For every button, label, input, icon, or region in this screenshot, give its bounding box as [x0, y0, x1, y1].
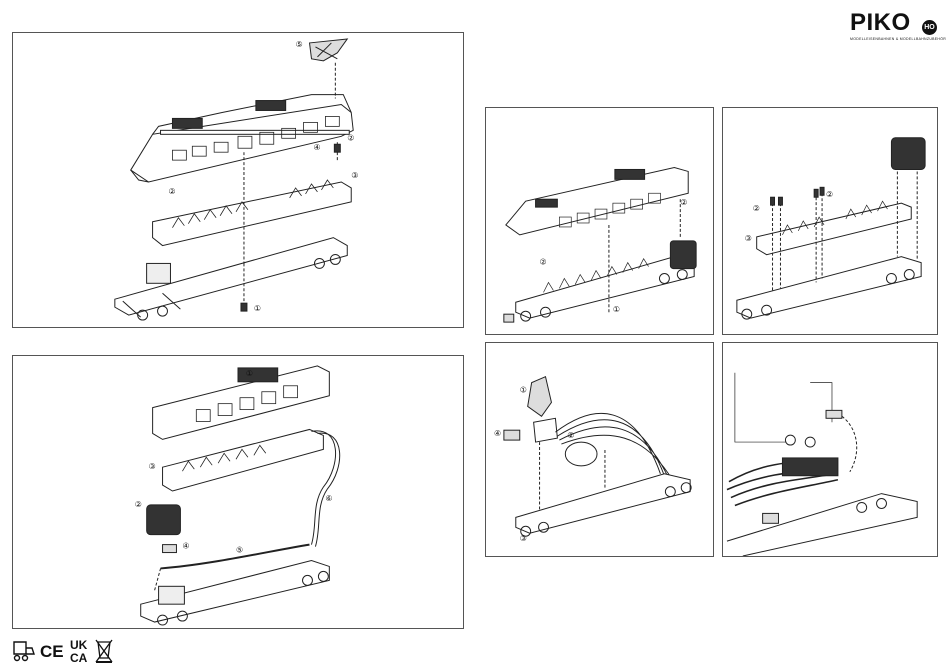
step-label: ④: [182, 542, 189, 551]
step-label: ③: [520, 534, 527, 543]
scale-badge: HO: [922, 20, 937, 35]
ce-mark: CE: [40, 642, 64, 661]
step-label: ②: [826, 190, 833, 199]
step-label: ②: [540, 258, 547, 267]
certification-icons: CE UK CA: [12, 636, 122, 664]
diagram-body-removal: ⑤ ④ ② ② ③ ①: [12, 32, 464, 328]
exploded-view-body: ⑤ ④ ② ② ③ ①: [13, 33, 463, 327]
brand-name: PIKO: [850, 10, 911, 36]
step-label: ②: [168, 187, 175, 196]
step-label: ①: [520, 386, 527, 395]
step-label: ⑥: [325, 494, 332, 503]
exploded-view-assembly: ② ② ①: [486, 108, 713, 334]
piko-logo: PIKO HO MODELLEISENBAHNEN & MODELLBAHNZU…: [848, 10, 940, 44]
exploded-view-decoder: ② ② ③: [723, 108, 937, 334]
step-label: ①: [613, 305, 620, 314]
step-label: ③: [745, 234, 752, 243]
step-label: ②: [347, 133, 354, 142]
diagram-motor-wiring: ① ④ ② ③: [485, 342, 714, 557]
step-label: ④: [313, 143, 320, 152]
step-label: ②: [753, 204, 760, 213]
step-label: ②: [135, 500, 142, 509]
step-label: ①: [246, 369, 253, 378]
weee-bin-icon: [96, 640, 112, 662]
step-label: ⑤: [296, 40, 303, 49]
brand-tagline: MODELLEISENBAHNEN & MODELLBAHNZUBEHÖR: [850, 37, 936, 41]
step-label: ⑤: [236, 546, 243, 555]
step-label: ②: [567, 431, 574, 440]
step-label: ②: [680, 198, 687, 207]
diagram-decoder-mounting: ② ② ③: [722, 107, 938, 335]
diagram-chassis-wiring: ① ③ ② ④ ⑤ ⑥: [12, 355, 464, 629]
diagram-assembly-overview: ② ② ①: [485, 107, 714, 335]
exploded-view-decoder-detail: [723, 343, 937, 556]
exploded-view-motor: ① ④ ② ③: [486, 343, 713, 556]
regulatory-marks: CE UK CA: [12, 636, 122, 664]
step-label: ①: [254, 304, 261, 313]
step-label: ④: [494, 429, 501, 438]
exploded-view-chassis: ① ③ ② ④ ⑤ ⑥: [13, 356, 463, 628]
step-label: ③: [149, 462, 156, 471]
step-label: ③: [351, 171, 358, 180]
ukca-mark-bottom: CA: [70, 651, 88, 664]
diagram-decoder-detail: [722, 342, 938, 557]
age-warning-icon: [14, 642, 34, 661]
ukca-mark-top: UK: [70, 638, 88, 652]
